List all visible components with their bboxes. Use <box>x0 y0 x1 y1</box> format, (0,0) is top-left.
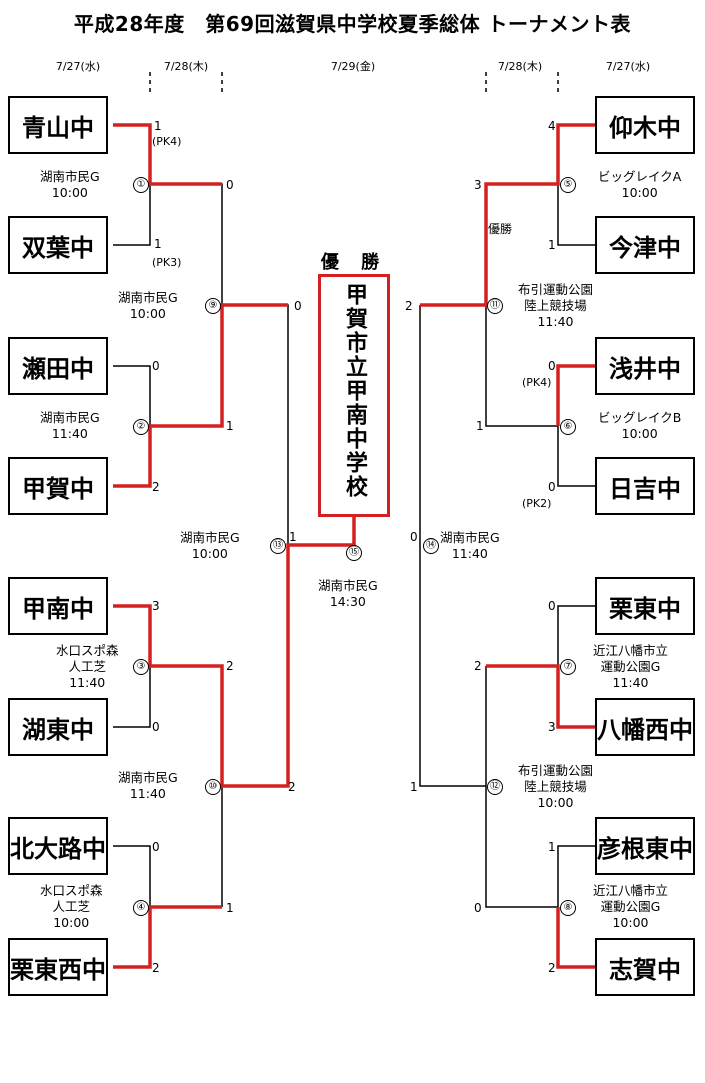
winner-box: 甲賀市立甲南中学校 <box>318 274 390 517</box>
winner-name: 甲賀市立甲南中学校 <box>342 283 367 499</box>
team-box-hikonehigashi: 彦根東中 <box>595 817 695 875</box>
score: 0 <box>152 720 160 734</box>
date-final: 7/29(金) <box>330 60 376 73</box>
date-right-r1: 7/27(水) <box>605 60 651 73</box>
pk-score: (PK2) <box>522 497 552 510</box>
score: 0 <box>410 530 418 544</box>
score: 1 <box>476 419 484 433</box>
team-box-kitaoji: 北大路中 <box>8 817 108 875</box>
page-title: 平成28年度 第69回滋賀県中学校夏季総体 トーナメント表 <box>73 12 632 36</box>
score: 0 <box>548 359 556 373</box>
score: 0 <box>226 178 234 192</box>
score: 4 <box>548 119 556 133</box>
winner-title: 優 勝 <box>320 252 388 273</box>
score: 1 <box>410 780 418 794</box>
score: 2 <box>474 659 482 673</box>
score: 0 <box>152 840 160 854</box>
match-num: ⑫ <box>487 779 503 795</box>
team-box-seta: 瀬田中 <box>8 337 108 395</box>
score: 2 <box>152 480 160 494</box>
score: 2 <box>226 659 234 673</box>
score: 3 <box>474 178 482 192</box>
match-num: ⑦ <box>560 659 576 675</box>
match-num: ③ <box>133 659 149 675</box>
score: 1 <box>289 530 297 544</box>
score: 0 <box>294 299 302 313</box>
match-num: ⑨ <box>205 298 221 314</box>
score: 1 <box>154 237 162 251</box>
pk-score: (PK3) <box>152 256 182 269</box>
team-box-koka: 甲賀中 <box>8 457 108 515</box>
team-box-aoyama: 青山中 <box>8 96 108 154</box>
match-num: ① <box>133 177 149 193</box>
date-left-r2: 7/28(木) <box>163 60 209 73</box>
score: 1 <box>154 119 162 133</box>
match-num: ⑮ <box>346 545 362 561</box>
pk-score: (PK4) <box>152 135 182 148</box>
date-right-r2: 7/28(木) <box>497 60 543 73</box>
date-left-r1: 7/27(水) <box>55 60 101 73</box>
score: 3 <box>152 599 160 613</box>
team-box-azai: 浅井中 <box>595 337 695 395</box>
team-box-futaba: 双葉中 <box>8 216 108 274</box>
score: 1 <box>548 840 556 854</box>
team-box-ougi: 仰木中 <box>595 96 695 154</box>
team-box-imazu: 今津中 <box>595 216 695 274</box>
team-box-konan: 甲南中 <box>8 577 108 635</box>
score: 3 <box>548 720 556 734</box>
score: 2 <box>548 961 556 975</box>
score: 0 <box>548 599 556 613</box>
team-box-rittonishi: 栗東西中 <box>8 938 108 996</box>
champion-label: 優勝 <box>488 222 513 236</box>
score: 1 <box>548 238 556 252</box>
score: 1 <box>226 419 234 433</box>
score: 1 <box>226 901 234 915</box>
score: 2 <box>405 299 413 313</box>
score: 0 <box>548 480 556 494</box>
match-num: ⑧ <box>560 900 576 916</box>
match-num: ④ <box>133 900 149 916</box>
score: 2 <box>152 961 160 975</box>
match-num: ⑩ <box>205 779 221 795</box>
match-num: ② <box>133 419 149 435</box>
team-box-koto: 湖東中 <box>8 698 108 756</box>
team-box-shiga: 志賀中 <box>595 938 695 996</box>
team-box-hachimannishi: 八幡西中 <box>595 698 695 756</box>
score: 0 <box>152 359 160 373</box>
team-box-hiyoshi: 日吉中 <box>595 457 695 515</box>
match-num: ⑪ <box>487 298 503 314</box>
match-num: ⑭ <box>423 538 439 554</box>
team-box-ritto: 栗東中 <box>595 577 695 635</box>
match-num: ⑥ <box>560 419 576 435</box>
score: 2 <box>288 780 296 794</box>
match-num: ⑤ <box>560 177 576 193</box>
match-num: ⑬ <box>270 538 286 554</box>
pk-score: (PK4) <box>522 376 552 389</box>
score: 0 <box>474 901 482 915</box>
